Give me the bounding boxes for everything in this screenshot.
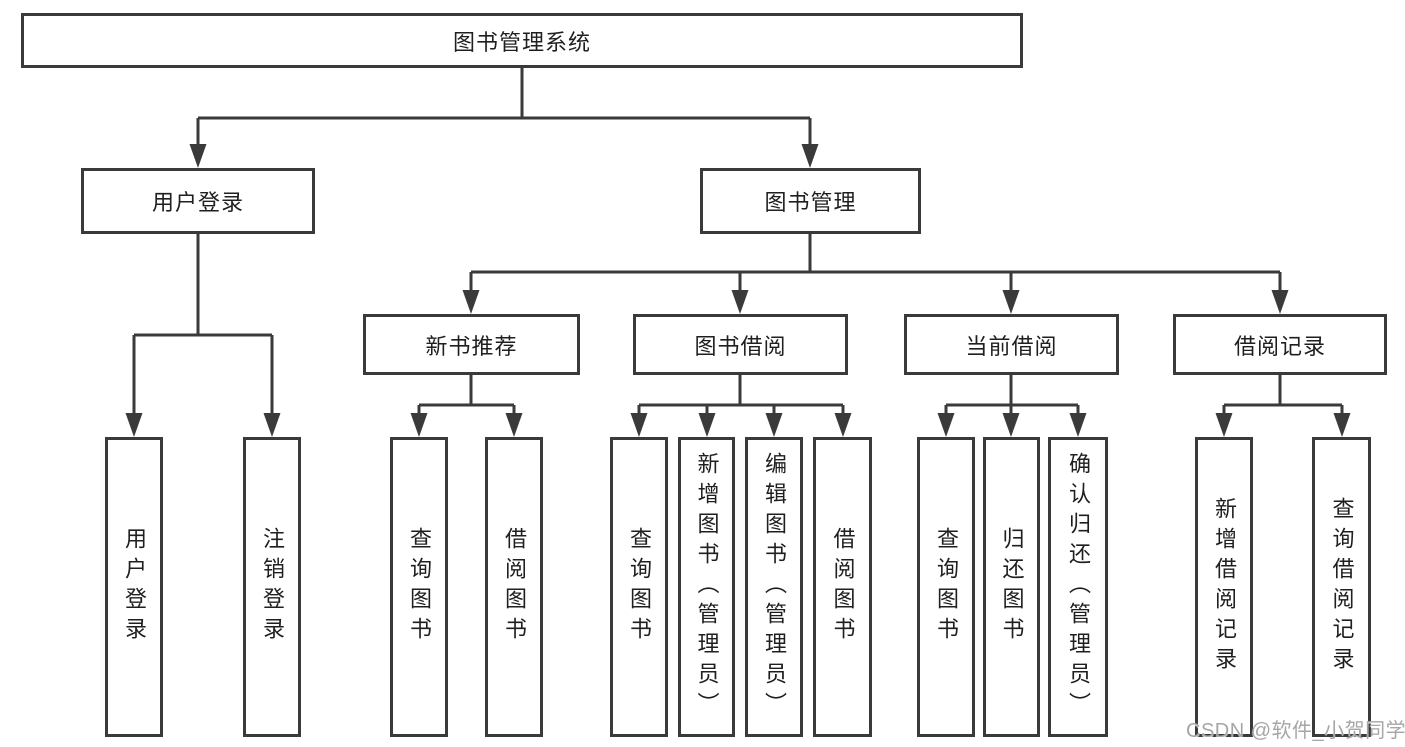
- leaf-borrowing-edit-book-admin: 编辑图书（管理员）: [745, 437, 803, 737]
- connector-lines: [132, 68, 1344, 419]
- arrowhead-icons: [125, 144, 1351, 437]
- node-book-management-module: 图书管理: [700, 168, 921, 234]
- node-user-login-label: 用户登录: [151, 190, 244, 215]
- leaf-logout: 注销登录: [243, 437, 301, 737]
- leaf-current-confirm-return-admin-label: 确认归还（管理员）: [1066, 452, 1091, 722]
- node-new-book-recommendation-label: 新书推荐: [425, 333, 518, 359]
- leaf-recommend-borrow-book-label: 借阅图书: [502, 527, 527, 647]
- leaf-current-query-book-label: 查询图书: [934, 527, 959, 647]
- leaf-borrowing-borrow-book: 借阅图书: [813, 437, 872, 737]
- leaf-current-confirm-return-admin: 确认归还（管理员）: [1048, 437, 1108, 737]
- leaf-logout-label: 注销登录: [260, 527, 285, 647]
- node-new-book-recommendation: 新书推荐: [363, 314, 580, 375]
- node-borrowing-records: 借阅记录: [1173, 314, 1387, 375]
- leaf-recommend-query-book-label: 查询图书: [407, 527, 432, 647]
- node-root-label: 图书管理系统: [452, 29, 591, 55]
- watermark: CSDN @软件_小贺同学: [1186, 720, 1405, 742]
- leaf-record-add-borrow-record: 新增借阅记录: [1195, 437, 1253, 737]
- node-book-borrowing: 图书借阅: [633, 314, 848, 375]
- leaf-recommend-query-book: 查询图书: [390, 437, 448, 737]
- leaf-current-query-book: 查询图书: [917, 437, 975, 737]
- leaf-user-login: 用户登录: [105, 437, 163, 737]
- leaf-record-query-borrow-record: 查询借阅记录: [1312, 437, 1371, 737]
- leaf-borrowing-add-book-admin-label: 新增图书（管理员）: [694, 452, 720, 722]
- node-book-management-label: 图书管理: [764, 190, 857, 215]
- node-current-borrowing: 当前借阅: [904, 314, 1119, 375]
- leaf-current-return-book: 归还图书: [983, 437, 1040, 737]
- node-user-login-module: 用户登录: [81, 168, 315, 234]
- node-root-system: 图书管理系统: [21, 13, 1023, 68]
- leaf-borrowing-query-book-label: 查询图书: [627, 527, 652, 647]
- node-book-borrowing-label: 图书借阅: [694, 333, 787, 359]
- leaf-recommend-borrow-book: 借阅图书: [485, 437, 543, 737]
- node-current-borrowing-label: 当前借阅: [965, 333, 1058, 359]
- leaf-user-login-label: 用户登录: [122, 527, 147, 647]
- leaf-borrowing-query-book: 查询图书: [610, 437, 668, 737]
- leaf-borrowing-add-book-admin: 新增图书（管理员）: [678, 437, 735, 737]
- node-borrowing-records-label: 借阅记录: [1233, 333, 1326, 359]
- leaf-record-query-borrow-record-label: 查询借阅记录: [1329, 497, 1355, 677]
- leaf-borrowing-borrow-book-label: 借阅图书: [830, 527, 856, 647]
- leaf-record-add-borrow-record-label: 新增借阅记录: [1212, 497, 1237, 677]
- leaf-current-return-book-label: 归还图书: [999, 527, 1025, 647]
- leaf-borrowing-edit-book-admin-label: 编辑图书（管理员）: [762, 452, 787, 722]
